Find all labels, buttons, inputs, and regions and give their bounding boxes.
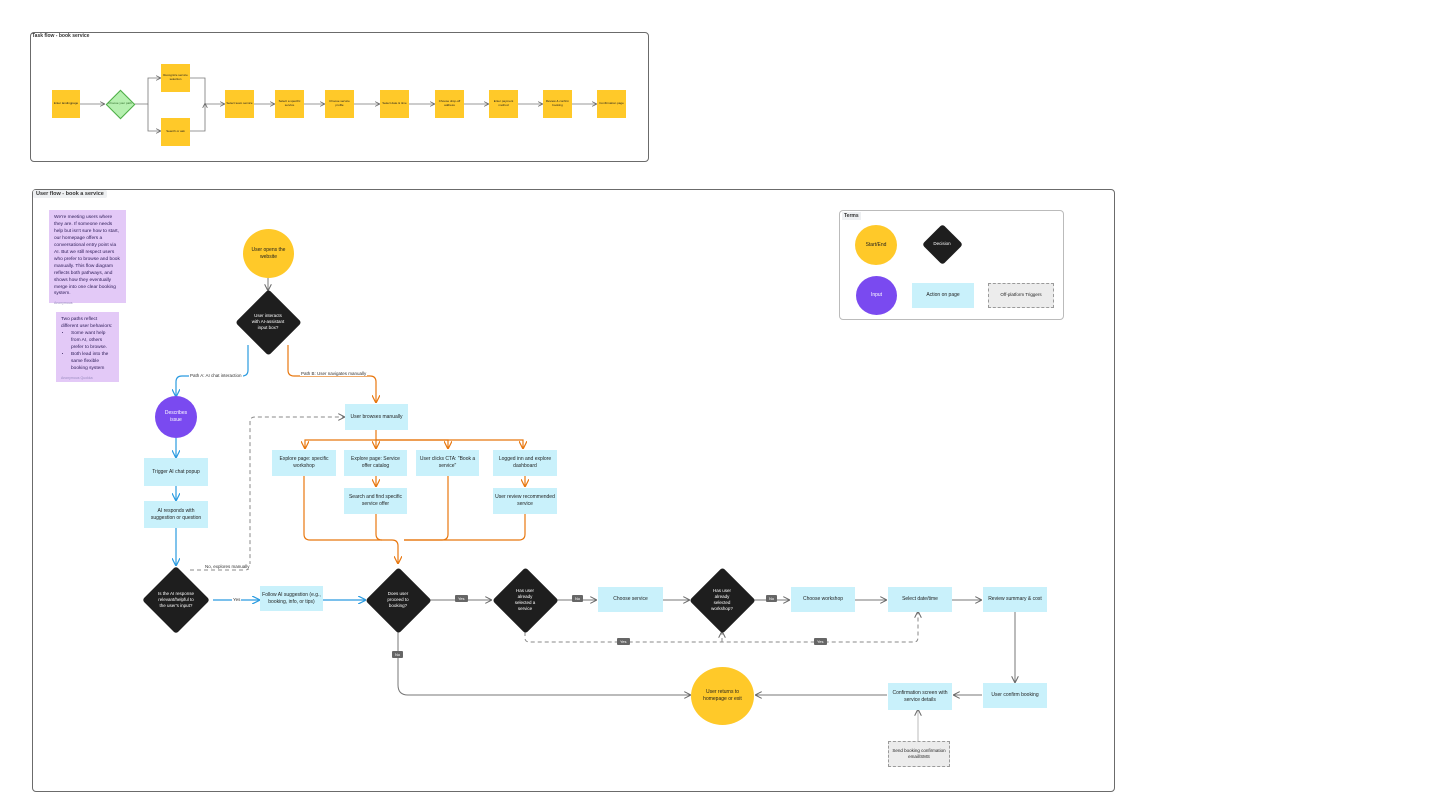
legend-off-platform: Off-platform Triggers bbox=[988, 283, 1054, 308]
user-flow-title: User flow - book a service bbox=[33, 190, 107, 198]
badge-yes-service-skip: Yes bbox=[617, 638, 630, 645]
top-node-search: Search or ask bbox=[161, 118, 190, 146]
top-node-dropoff: Choose drop-off address bbox=[435, 90, 464, 118]
decision-ai-helpful: Is the AI response relevant/helpful to t… bbox=[138, 566, 214, 634]
action-clicks-cta: User clicks CTA: "Book a service" bbox=[416, 450, 479, 476]
badge-no-workshop: No bbox=[766, 595, 778, 602]
action-review-summary: Review summary & cost bbox=[983, 587, 1047, 612]
terms-title: Terms bbox=[842, 212, 861, 220]
decision-ai-interaction: User interacts with AI-assistant input b… bbox=[234, 288, 302, 356]
legend-input: Input bbox=[856, 276, 897, 315]
badge-yes-workshop-skip: Yes bbox=[814, 638, 827, 645]
action-review-recommended: User review recommended service bbox=[493, 488, 557, 514]
label-yes-follow: Yes bbox=[232, 597, 242, 602]
sticky-note-author: Anonymous bbox=[54, 301, 73, 306]
top-node-choose-path: Choose your path bbox=[105, 89, 135, 119]
top-node-recognize: Recognize service selection bbox=[161, 64, 190, 92]
legend-action-on-page: Action on page bbox=[912, 283, 974, 308]
decision-proceed-booking: Does user proceed to booking? bbox=[364, 566, 432, 634]
legend-decision: Decision bbox=[921, 223, 963, 265]
top-node-review: Review & confirm booking bbox=[543, 90, 572, 118]
action-confirmation-screen: Confirmation screen with service details bbox=[888, 683, 952, 710]
action-select-date-time: Select date/time bbox=[888, 587, 952, 612]
top-node-profile: Choose service profile bbox=[325, 90, 354, 118]
action-choose-service: Choose service bbox=[598, 587, 663, 612]
badge-no-service: No bbox=[572, 595, 584, 602]
action-explore-workshop: Explore page: specific workshop bbox=[272, 450, 336, 476]
action-explore-catalog: Explore page: Service offer catalog bbox=[344, 450, 407, 476]
start-user-opens-website: User opens the website bbox=[243, 229, 294, 278]
top-node-confirmation: Confirmation page bbox=[597, 90, 626, 118]
sticky-note-author: Anonymous Quokka bbox=[61, 375, 93, 380]
sticky-note-paths-list: Some want help from AI, others prefer to… bbox=[61, 331, 114, 373]
badge-yes-proceed: Yes bbox=[455, 595, 468, 602]
decision-service-selected: Has user already selected a service bbox=[491, 566, 559, 634]
sticky-note-paths: Two paths reflect different user behavio… bbox=[56, 312, 119, 382]
path-a-label: Path A: AI chat interaction bbox=[189, 373, 243, 378]
action-trigger-ai-popup: Trigger AI chat popup bbox=[144, 458, 208, 486]
badge-no-proceed: No bbox=[392, 651, 404, 658]
label-no-explores-manually: No, explores manually bbox=[204, 564, 251, 569]
end-user-returns: User returns to homepage or exit bbox=[691, 667, 754, 725]
action-user-browses-manually: User browses manually bbox=[345, 404, 408, 430]
action-choose-workshop: Choose workshop bbox=[791, 587, 855, 612]
action-ai-responds: AI responds with suggestion or question bbox=[144, 501, 208, 528]
input-describes-issue: Describes issue bbox=[155, 396, 197, 438]
sticky-note-intro: We're meeting users where they are. If s… bbox=[49, 210, 126, 306]
sticky-note-paths-item: Both lead into the same flexible booking… bbox=[71, 352, 114, 373]
path-b-label: Path B: User navigates manually bbox=[300, 371, 368, 376]
action-search-find-service: Search and find specific service offer bbox=[344, 488, 407, 514]
decision-workshop-selected: Has user already selected workshop? bbox=[688, 566, 756, 634]
action-user-confirm-booking: User confirm booking bbox=[983, 683, 1047, 708]
sticky-note-paths-item: Some want help from AI, others prefer to… bbox=[71, 331, 114, 352]
legend-start-end: Start/End bbox=[855, 225, 897, 265]
top-node-specific: Select a specific service bbox=[275, 90, 304, 118]
offplatform-send-confirmation: Send booking confirmation email/SMS bbox=[888, 741, 950, 767]
top-node-team: Select team service bbox=[225, 90, 254, 118]
sticky-note-paths-intro: Two paths reflect different user behavio… bbox=[61, 317, 113, 329]
top-node-date: Select date & time bbox=[380, 90, 409, 118]
task-flow-title: Task flow - book service bbox=[32, 33, 90, 39]
top-node-landing: Enter landingpage bbox=[52, 90, 80, 118]
action-logged-in-dashboard: Logged inn and explore dashboard bbox=[493, 450, 557, 476]
sticky-note-intro-text: We're meeting users where they are. If s… bbox=[54, 215, 120, 297]
action-follow-ai-suggestion: Follow AI suggestion (e.g., booking, inf… bbox=[260, 586, 323, 611]
top-node-payment: Enter payment method bbox=[489, 90, 518, 118]
